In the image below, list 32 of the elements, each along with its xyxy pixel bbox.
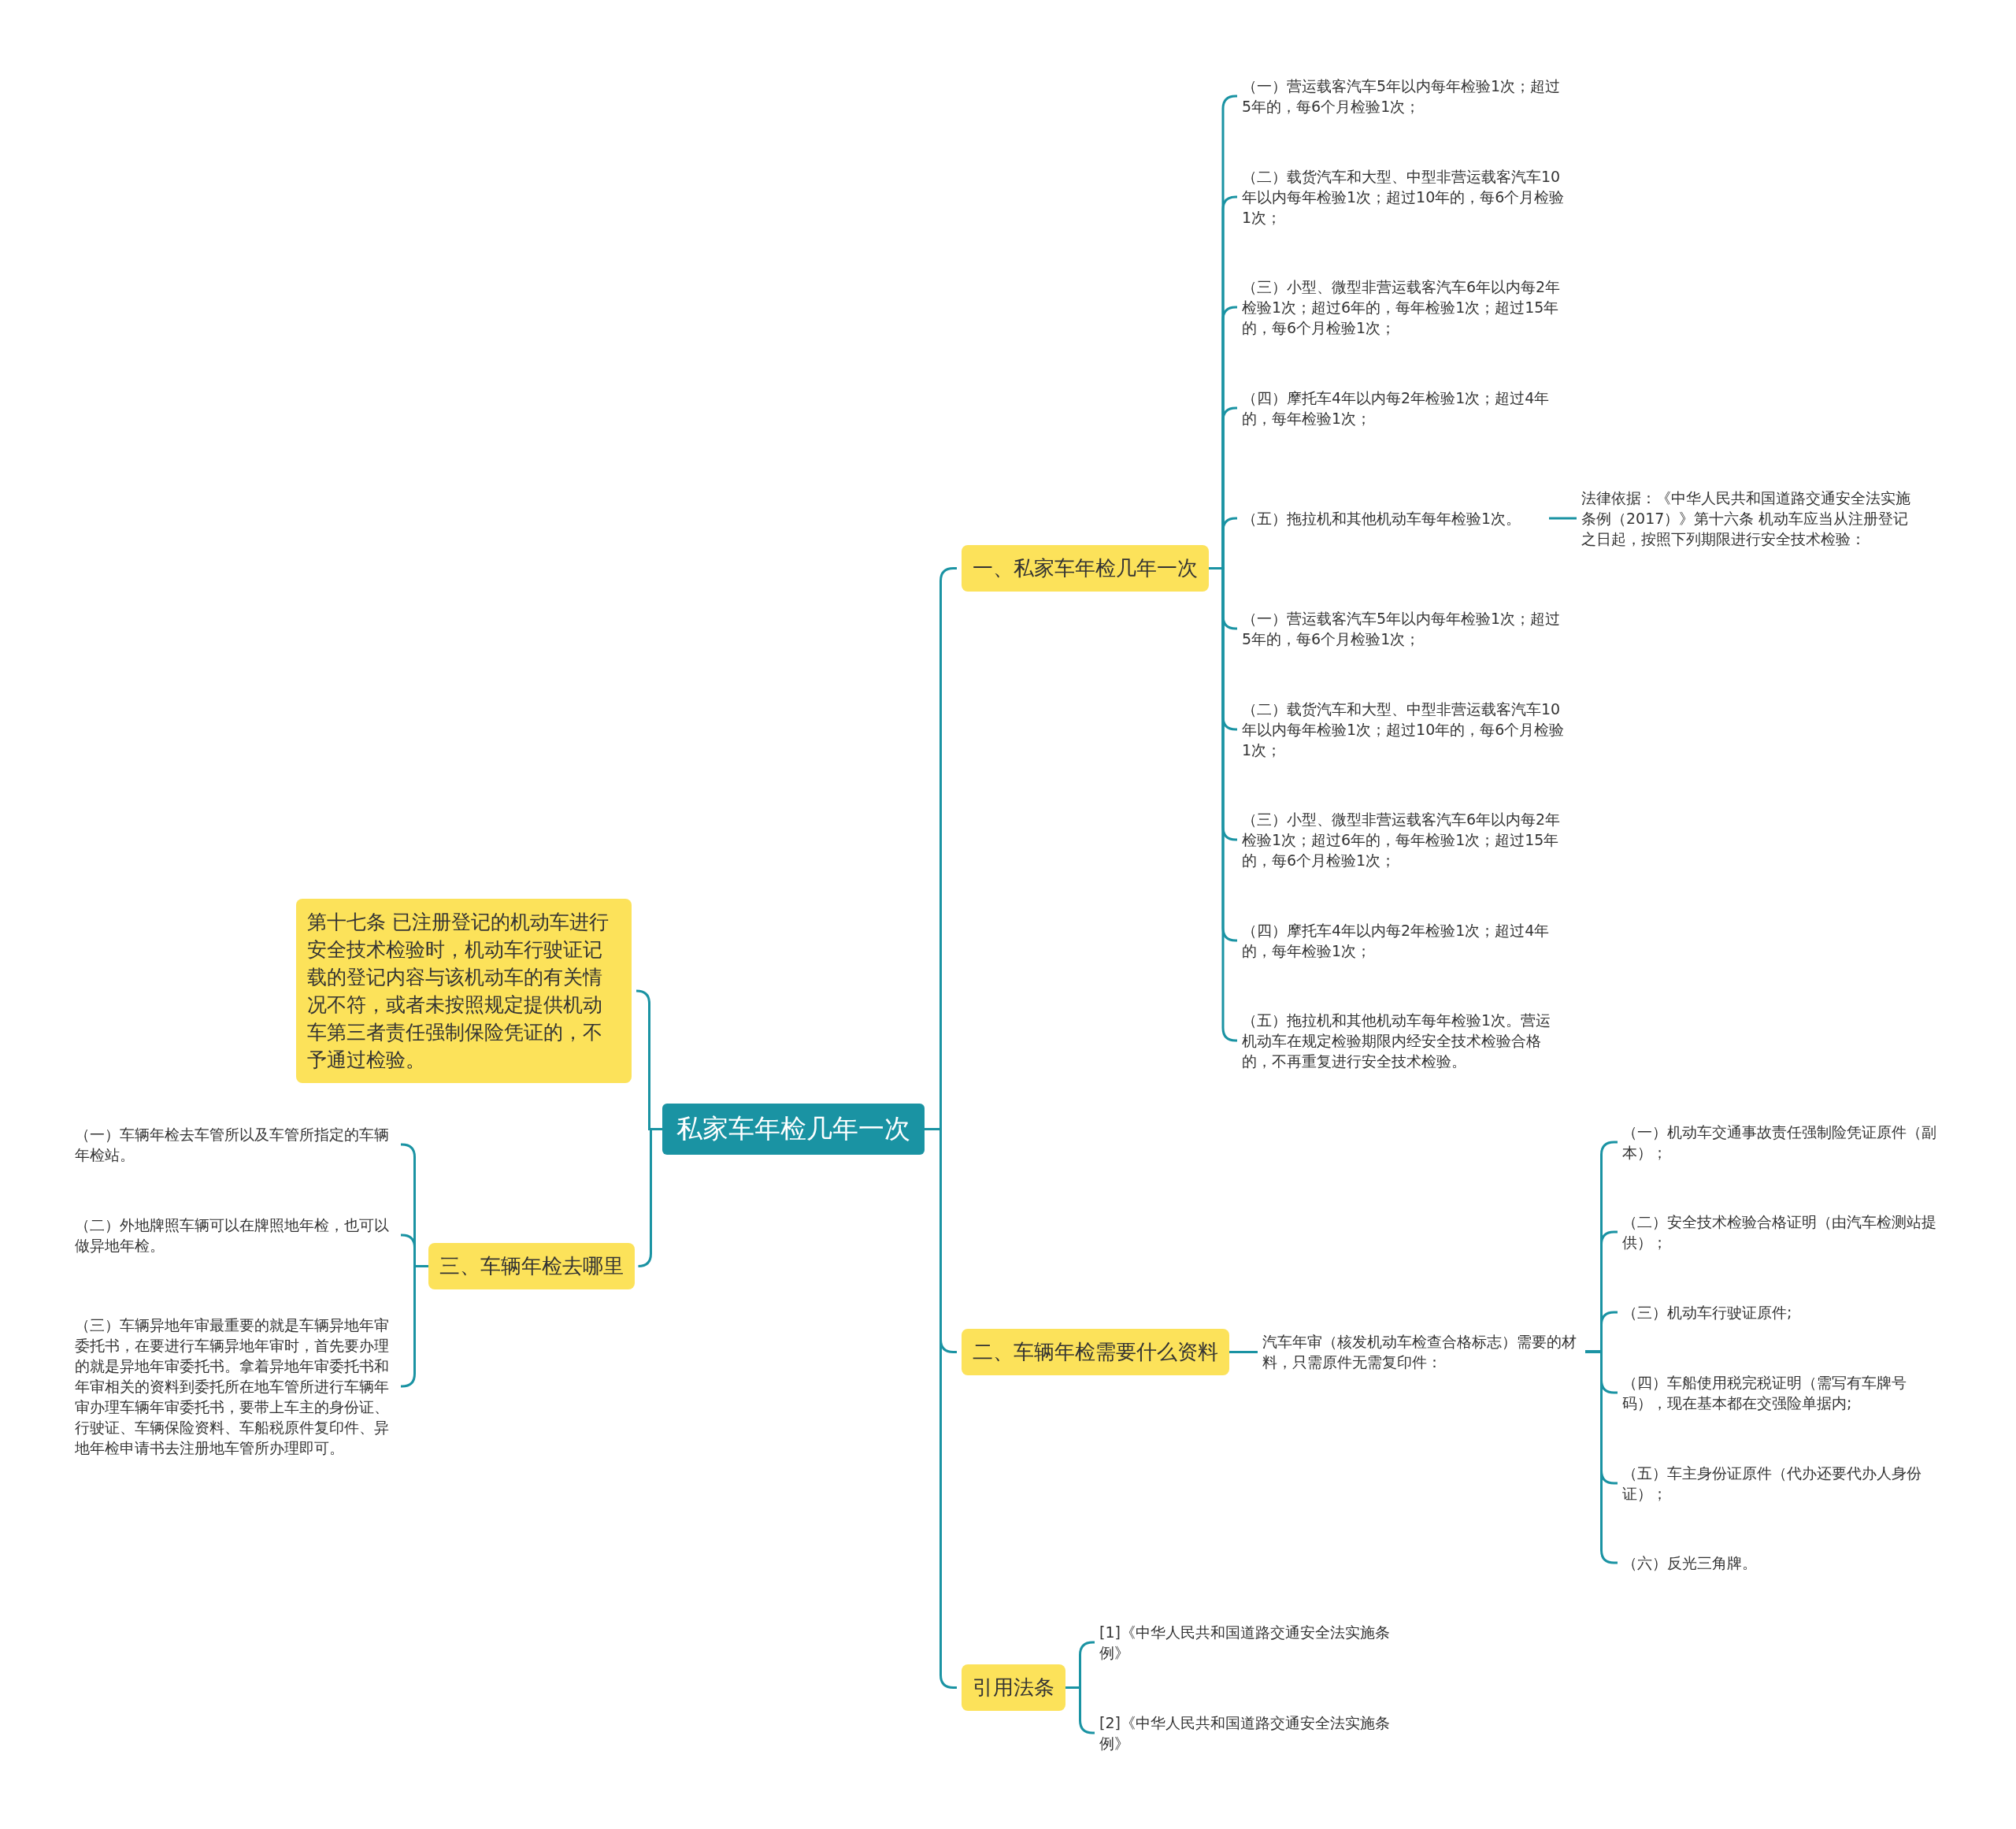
central-topic-box: 私家车年检几年一次 [662,1103,925,1155]
connector-line [637,1128,662,1267]
topic-text: （一）营运载客汽车5年以内每年检验1次；超过5年的，每6个月检验1次； [1242,74,1565,118]
note-box: 第十七条 已注册登记的机动车进行安全技术检验时，机动车行驶证记载的登记内容与该机动车的有关情况不符，或者未按照规定提供机动车第三者责任强制保险凭证的，不予通过检验。 [296,899,632,1083]
topic-text: （五）车主身份证原件（代办还要代办人身份证）； [1622,1461,1949,1505]
topic-text: （一）机动车交通事故责任强制险凭证原件（副本）； [1622,1120,1949,1164]
topic-text: [2]《中华人民共和国道路交通安全法实施条例》 [1099,1711,1414,1755]
topic-text: （二）外地牌照车辆可以在牌照地年检，也可以做异地年检。 [75,1213,396,1257]
connector-line [1549,517,1577,520]
topic-text: （一）营运载客汽车5年以内每年检验1次；超过5年的，每6个月检验1次； [1242,607,1565,651]
topic-text: [1]《中华人民共和国道路交通安全法实施条例》 [1099,1620,1414,1664]
topic-box: 三、车辆年检去哪里 [428,1242,635,1289]
topic-text: （五）拖拉机和其他机动车每年检验1次。 [1242,506,1549,530]
topic-text: （三）机动车行驶证原件; [1622,1300,1949,1324]
topic-text: （五）拖拉机和其他机动车每年检验1次。营运机动车在规定检验期限内经安全技术检验合格的，不再重复进行安全技术检验。 [1242,1008,1565,1073]
topic-text: （四）摩托车4年以内每2年检验1次；超过4年的，每年检验1次； [1242,386,1565,430]
topic-text: （三）小型、微型非营运载客汽车6年以内每2年检验1次；超过6年的，每年检验1次；超过15年的，每6个月检验1次； [1242,275,1565,339]
topic-text: （六）反光三角牌。 [1622,1551,1949,1575]
topic-text: （四）摩托车4年以内每2年检验1次；超过4年的，每年检验1次； [1242,918,1565,963]
topic-text: （二）载货汽车和大型、中型非营运载客汽车10年以内每年检验1次；超过10年的，每6个月检验1次； [1242,697,1565,762]
topic-text: （四）车船使用税完税证明（需写有车牌号码），现在基本都在交强险单据内; [1622,1371,1949,1415]
topic-text: （三）小型、微型非营运载客汽车6年以内每2年检验1次；超过6年的，每年检验1次；超过15年的，每6个月检验1次； [1242,807,1565,872]
topic-text: （二）载货汽车和大型、中型非营运载客汽车10年以内每年检验1次；超过10年的，每6个月检验1次； [1242,165,1565,229]
topic-text: 法律依据：《中华人民共和国道路交通安全法实施条例（2017）》第十六条 机动车应当从注册登记之日起，按照下列期限进行安全技术检验： [1581,486,1912,551]
topic-box: 引用法条 [962,1664,1065,1711]
topic-box: 二、车辆年检需要什么资料 [962,1328,1229,1375]
topic-box: 一、私家车年检几年一次 [962,544,1209,592]
topic-text: （三）车辆异地年审最重要的就是车辆异地年审委托书，在要进行车辆异地年审时，首先要办理的就是异地年审委托书。拿着异地年审委托书和年审相关的资料到委托所在地车管所进行车辆年审办理车辆年审委托书，要带上车主的身份证、行驶证、车辆保险资料、车船税原件复印件、异地年检申请书去注册地车管所办理即可。 [75,1313,396,1460]
connector-line [1229,1351,1258,1353]
topic-text: 汽车年审（核发机动车检查合格标志）需要的材料，只需原件无需复印件： [1262,1330,1585,1374]
topic-text: （一）车辆年检去车管所以及车管所指定的车辆年检站。 [75,1122,396,1167]
topic-text: （二）安全技术检验合格证明（由汽车检测站提供）； [1622,1210,1949,1254]
